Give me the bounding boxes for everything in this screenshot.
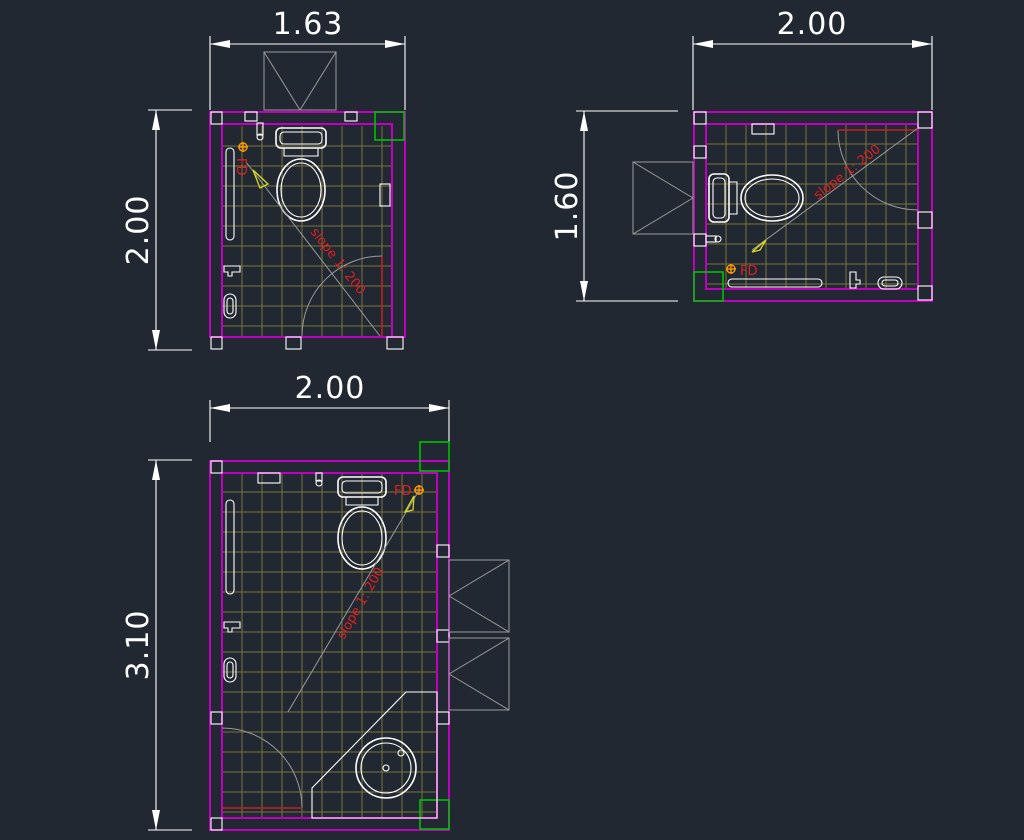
plan-1-hand-shower: [223, 293, 237, 319]
plan-3-walls: [209, 460, 450, 831]
plan-1-height-dimension: 2.00: [121, 109, 192, 351]
plan-3-vanity: [311, 691, 438, 819]
plan-3-shaft-upper: [448, 559, 510, 633]
plan-2-tile-grid: [705, 124, 918, 289]
plan-1-width-dimension: 1.63: [209, 7, 406, 110]
plan-2-structural-column: [693, 271, 724, 302]
plan-2-slope-arrow: [751, 239, 767, 253]
plan-3-width-dimension: 2.00: [209, 371, 450, 442]
plan-3-door: [221, 727, 303, 809]
plan-2-bidet-spray: [705, 235, 722, 243]
plan-3: 2.00 3.10: [121, 371, 510, 831]
plan-2-width-dimension: 2.00: [692, 7, 933, 110]
plan-3-slope-line: [287, 491, 419, 713]
plan-2-floor-drain: [726, 264, 736, 274]
plan-3-floor-drain-label: FD: [394, 484, 412, 499]
plan-2-grab-bar: [727, 278, 823, 288]
plan-3-slope-arrow: [403, 495, 415, 513]
plan-3-structural-column-top: [419, 441, 450, 472]
plan-2-floor-drain-label: FD: [740, 264, 758, 279]
plan-1-grab-bar: [225, 147, 235, 241]
plan-1-posts: [210, 111, 404, 350]
plan-2-paper-holder: [751, 123, 775, 135]
plan-2-shaft: [632, 161, 694, 235]
plan-2-faucet: [849, 271, 861, 289]
plan-3-faucet: [223, 621, 241, 633]
plan-3-grab-bar: [225, 499, 235, 595]
plan-1-slope-arrow: [252, 169, 270, 189]
plan-1-height-label: 2.00: [121, 195, 156, 266]
plan-1-faucet: [223, 265, 241, 277]
plan-1-floor-drain: [238, 142, 248, 152]
plan-3-hand-shower: [223, 657, 237, 683]
plan-1-structural-column: [374, 111, 405, 141]
plan-2-toilet: [708, 173, 804, 223]
plan-1-bidet-spray: [256, 122, 264, 141]
plan-1-door: [301, 255, 383, 337]
plan-3-tile-grid: [221, 473, 437, 818]
plan-1-width-label: 1.63: [273, 7, 344, 42]
plan-2-height-dimension: 1.60: [550, 110, 678, 302]
plan-2-posts: [693, 111, 933, 301]
plan-1-tile-grid: [221, 126, 392, 336]
plan-2-hand-shower: [877, 276, 903, 290]
plan-1-paper-holder: [379, 183, 391, 207]
plan-2-width-label: 2.00: [777, 7, 848, 42]
plan-3-paper-holder: [257, 472, 281, 484]
plan-3-width-label: 2.00: [295, 371, 366, 406]
plan-2-height-label: 1.60: [550, 171, 585, 242]
plan-3-shaft-lower: [448, 637, 510, 711]
plan-3-height-label: 3.10: [121, 610, 156, 681]
plan-1-slope-label: slope 1: 200: [307, 225, 368, 298]
plan-1-floor-drain-label: FD: [233, 158, 248, 176]
plan-3-floor-drain: [414, 485, 424, 495]
plan-3-height-dimension: 3.10: [121, 459, 192, 831]
plan-3-posts: [210, 460, 450, 831]
plan-2-slope-label: slope 1: 200: [811, 142, 884, 203]
plan-1: 1.63 2.00: [121, 7, 406, 351]
plan-2: 2.00 1.60: [550, 7, 933, 302]
plan-3-bidet-spray: [315, 472, 323, 487]
plan-1-slope-line: [245, 161, 381, 337]
plan-1-walls: [209, 111, 406, 338]
plan-2-walls: [693, 111, 933, 302]
plan-3-structural-column-bottom: [419, 799, 450, 830]
plan-1-toilet: [275, 127, 327, 222]
plan-2-door: [837, 129, 919, 211]
plan-3-toilet: [337, 476, 387, 570]
plan-1-shaft: [263, 51, 337, 111]
plan-2-slope-line: [751, 127, 919, 251]
